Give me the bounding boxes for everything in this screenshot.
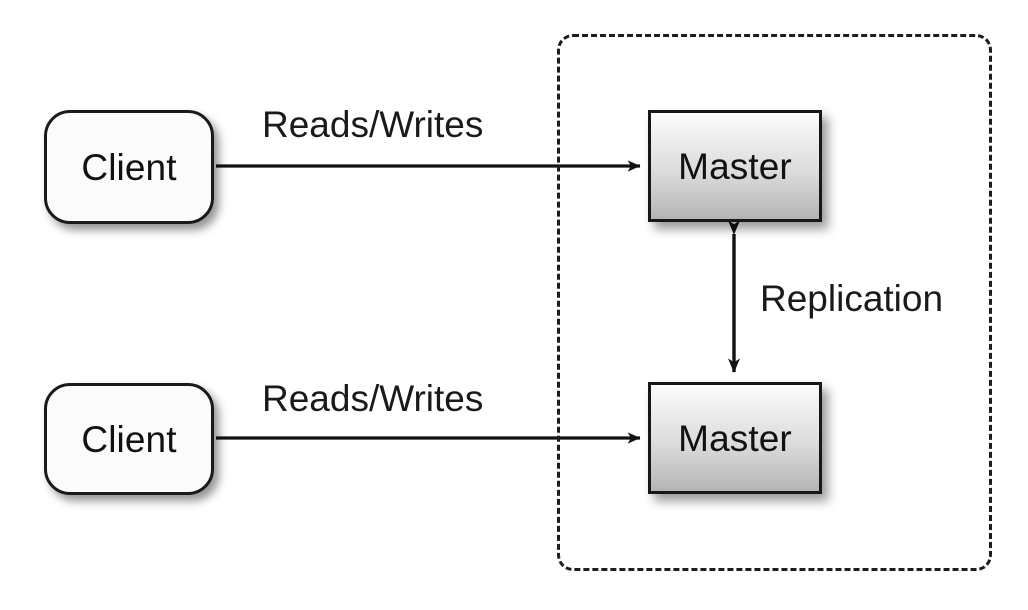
edge-label-reads-writes-bottom: Reads/Writes: [262, 378, 484, 419]
node-client-bottom[interactable]: Client: [44, 383, 214, 495]
node-label: Master: [678, 417, 792, 459]
node-master-top[interactable]: Master: [648, 110, 822, 222]
edge-label-replication: Replication: [760, 278, 944, 319]
node-label: Client: [81, 146, 177, 188]
node-label: Client: [81, 418, 177, 460]
edge-label-reads-writes-top: Reads/Writes: [262, 104, 484, 145]
node-client-top[interactable]: Client: [44, 110, 214, 224]
node-label: Master: [678, 145, 792, 187]
node-master-bottom[interactable]: Master: [648, 382, 822, 494]
